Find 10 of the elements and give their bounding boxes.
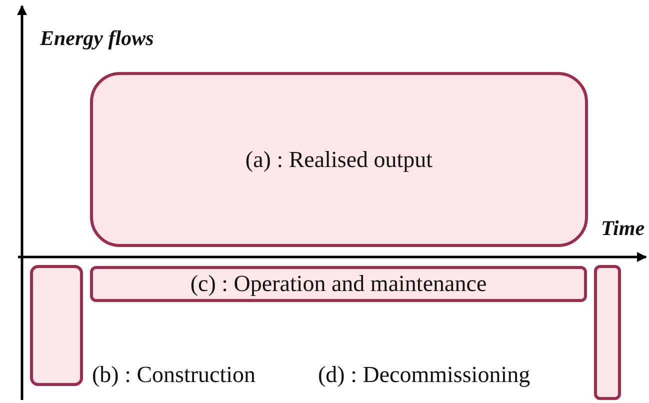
rounded-box: [90, 72, 588, 247]
axis-title: Energy flows: [40, 26, 154, 51]
box-label: (a) : Realised output: [245, 146, 433, 172]
box-caption: (d) : Decommissioning: [318, 362, 530, 388]
rounded-box: [90, 266, 587, 302]
empty-box: [30, 265, 83, 386]
empty-box: [594, 265, 621, 400]
box-caption: (b) : Construction: [92, 362, 256, 388]
axis-title: Time: [601, 216, 645, 241]
box-label: (c) : Operation and maintenance: [190, 271, 487, 297]
